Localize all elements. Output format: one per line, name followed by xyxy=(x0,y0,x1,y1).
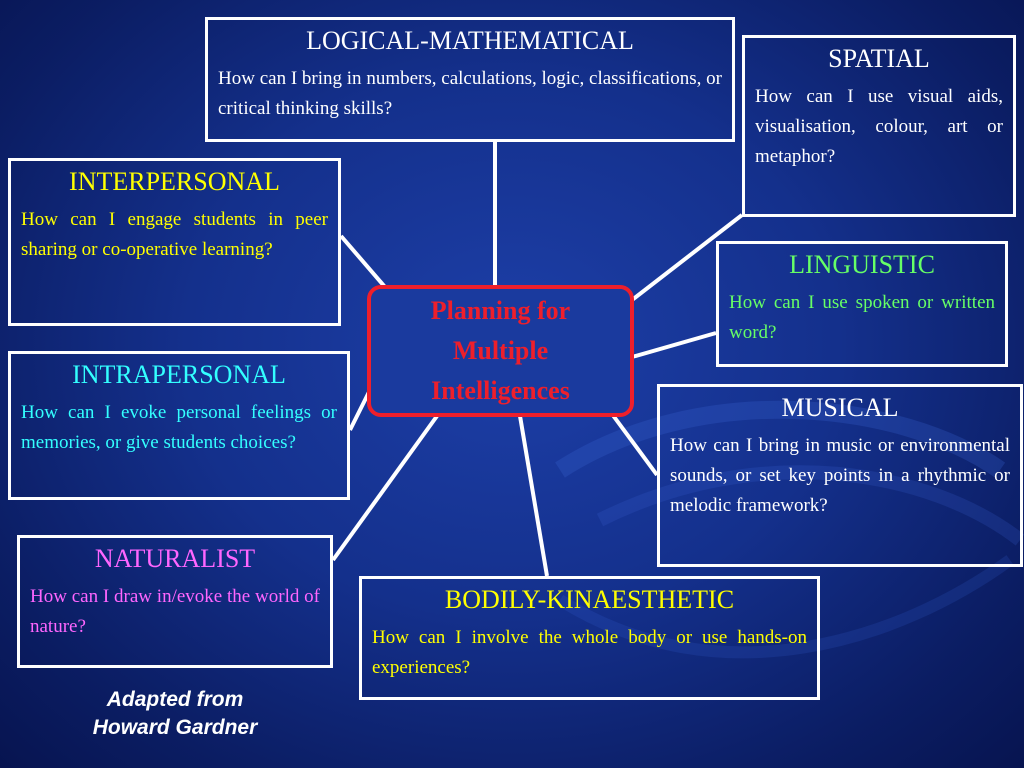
credit-text: Adapted from Howard Gardner xyxy=(40,686,310,742)
credit-line-2: Howard Gardner xyxy=(92,716,258,739)
node-text: How can I engage students in peer sharin… xyxy=(21,209,328,260)
node-text: How can I involve the whole body or use … xyxy=(372,627,807,678)
node-text: How can I draw in/evoke the world of nat… xyxy=(30,586,320,637)
node-musical: MUSICAL How can I bring in music or envi… xyxy=(657,384,1023,567)
node-title: INTRAPERSONAL xyxy=(72,360,286,389)
node-text: How can I use spoken or written word? xyxy=(729,292,995,343)
connector-naturalist xyxy=(331,414,439,562)
center-line-2: Multiple xyxy=(452,336,549,365)
node-logical-mathematical: LOGICAL-MATHEMATICAL How can I bring in … xyxy=(205,17,735,142)
node-intrapersonal: INTRAPERSONAL How can I evoke personal f… xyxy=(8,351,350,500)
node-interpersonal: INTERPERSONAL How can I engage students … xyxy=(8,158,341,326)
connector-interpersonal xyxy=(339,234,387,289)
credit-line-1: Adapted from xyxy=(106,688,244,711)
node-bodily-kinaesthetic: BODILY-KINAESTHETIC How can I involve th… xyxy=(359,576,820,700)
node-title: BODILY-KINAESTHETIC xyxy=(444,585,735,614)
node-title: LINGUISTIC xyxy=(789,250,935,279)
node-naturalist: NATURALIST How can I draw in/evoke the w… xyxy=(17,535,333,668)
node-title: MUSICAL xyxy=(781,393,899,422)
connector-intrapersonal xyxy=(348,389,372,431)
node-title: INTERPERSONAL xyxy=(69,167,280,196)
node-text: How can I bring in numbers, calculations… xyxy=(218,68,722,119)
node-text: How can I bring in music or environmenta… xyxy=(670,435,1010,516)
center-line-3: Intelligences xyxy=(431,376,570,405)
node-title: SPATIAL xyxy=(828,44,930,73)
node-linguistic: LINGUISTIC How can I use spoken or writt… xyxy=(716,241,1008,367)
node-title: LOGICAL-MATHEMATICAL xyxy=(306,26,634,55)
node-text: How can I evoke personal feelings or mem… xyxy=(21,402,337,453)
center-node: Planning for Multiple Intelligences xyxy=(367,285,634,417)
node-spatial: SPATIAL How can I use visual aids, visua… xyxy=(742,35,1016,217)
center-line-1: Planning for xyxy=(430,296,571,325)
node-title: NATURALIST xyxy=(94,544,256,573)
connector-spatial xyxy=(630,213,744,302)
connector-linguistic xyxy=(631,331,717,359)
connector-musical xyxy=(610,412,659,477)
node-text: How can I use visual aids, visualisation… xyxy=(755,86,1003,167)
connector-bodily xyxy=(518,415,549,577)
